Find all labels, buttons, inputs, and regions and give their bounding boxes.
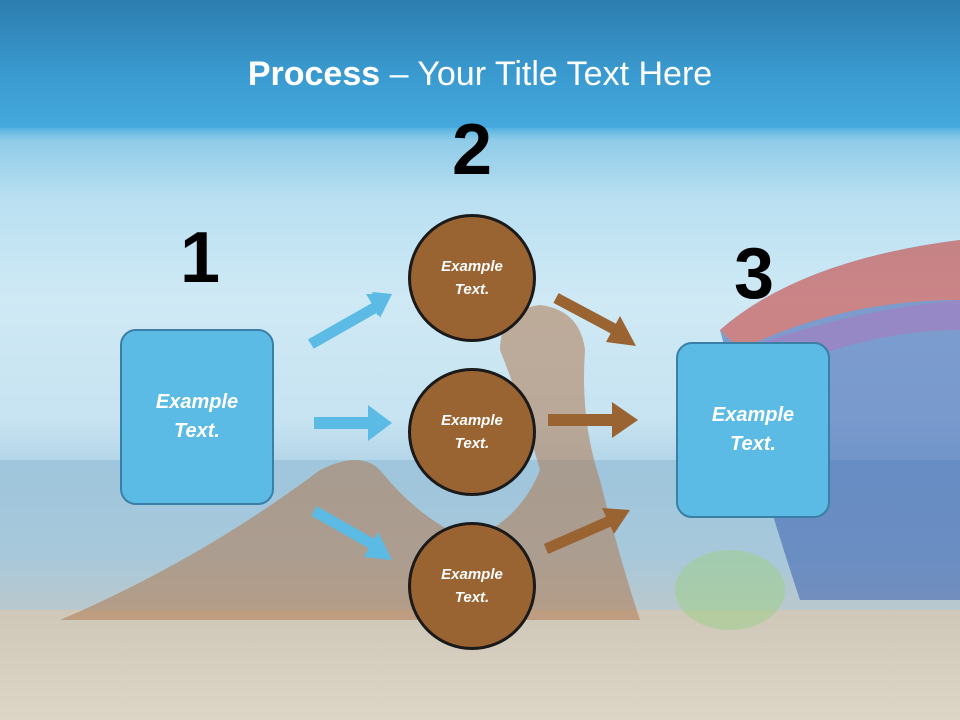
arrow-brown-middle xyxy=(548,402,638,438)
step-3-box[interactable]: Example Text. xyxy=(676,342,830,518)
step-number-1: 1 xyxy=(179,218,221,298)
step-1-box[interactable]: Example Text. xyxy=(120,329,274,505)
arrow-brown-down xyxy=(553,293,636,346)
step-2-node-bottom[interactable]: Example Text. xyxy=(408,522,536,650)
arrow-blue-up xyxy=(308,292,392,349)
step-2-node-middle[interactable]: Example Text. xyxy=(408,368,536,496)
step-number-3: 3 xyxy=(733,234,775,314)
step-2-node-bottom-text: Example Text. xyxy=(441,566,503,606)
arrow-blue-down xyxy=(311,506,392,560)
arrow-blue-middle xyxy=(314,405,392,441)
title-bold: Process xyxy=(247,55,381,93)
step-2-node-top[interactable]: Example Text. xyxy=(408,214,536,342)
step-number-2: 2 xyxy=(451,110,493,190)
step-3-text: Example Text. xyxy=(711,404,795,455)
slide-title: Process – Your Title Text Here xyxy=(0,52,960,96)
step-2-node-top-text: Example Text. xyxy=(441,258,503,298)
step-2-node-middle-text: Example Text. xyxy=(441,412,503,452)
header-band xyxy=(0,0,960,128)
arrow-brown-up xyxy=(543,508,630,555)
step-1-text: Example Text. xyxy=(155,391,239,442)
title-rest: – Your Title Text Here xyxy=(380,55,713,93)
